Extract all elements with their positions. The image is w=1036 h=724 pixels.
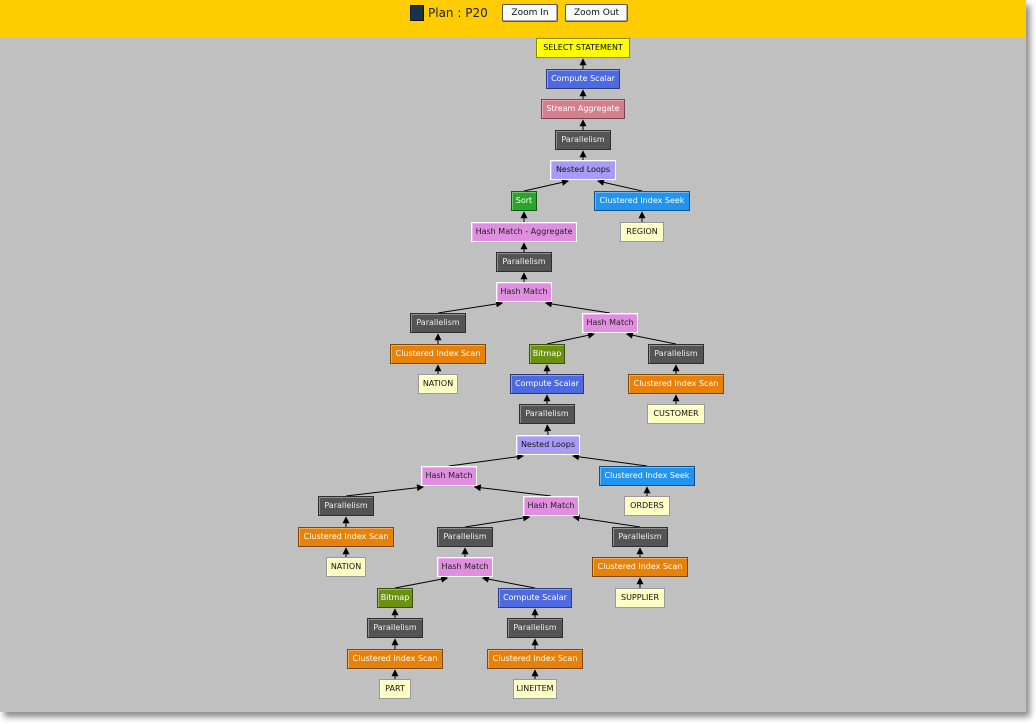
zoom-in-button[interactable]: Zoom In <box>502 4 558 22</box>
plan-node-stream[interactable]: Stream Aggregate <box>541 99 625 119</box>
plan-node-compute[interactable]: Compute Scalar <box>510 374 584 394</box>
edge-n7-to-n5 <box>597 178 643 192</box>
plan-node-scan[interactable]: Clustered Index Scan <box>592 557 688 577</box>
edge-n29-to-n26 <box>464 514 531 528</box>
plan-node-scan[interactable]: Clustered Index Scan <box>390 344 486 364</box>
plan-node-parallel[interactable]: Parallelism <box>507 618 563 638</box>
plan-node-table[interactable]: CUSTOMER <box>647 404 705 424</box>
plan-node-hash[interactable]: Hash Match <box>437 557 493 577</box>
plan-node-hash[interactable]: Hash Match <box>582 313 638 333</box>
plan-node-bitmap[interactable]: Bitmap <box>529 344 565 364</box>
plan-node-scan[interactable]: Clustered Index Scan <box>347 649 443 669</box>
plan-node-sort[interactable]: Sort <box>511 191 537 211</box>
edge-n35-to-n32 <box>481 575 536 589</box>
edge-n30-to-n26 <box>572 514 641 528</box>
plan-node-parallel[interactable]: Parallelism <box>519 404 575 424</box>
edge-n6-to-n5 <box>523 178 569 192</box>
toolbar: Plan : P20 Zoom In Zoom Out <box>0 0 1026 37</box>
plan-node-compute[interactable]: Compute Scalar <box>498 588 572 608</box>
edge-n23-to-n22 <box>448 453 524 467</box>
plan-node-seek[interactable]: Clustered Index Seek <box>594 191 690 211</box>
plan-node-table[interactable]: SUPPLIER <box>615 588 665 608</box>
edge-n12-to-n11 <box>437 300 504 314</box>
plan-node-bitmap[interactable]: Bitmap <box>377 588 413 608</box>
edge-n24-to-n22 <box>572 453 648 467</box>
plan-node-nested[interactable]: Nested Loops <box>550 160 616 180</box>
edge-n13-to-n11 <box>544 300 611 314</box>
edge-n26-to-n23 <box>473 484 552 497</box>
plan-node-parallel[interactable]: Parallelism <box>410 313 466 333</box>
plan-node-table[interactable]: PART <box>379 679 411 699</box>
plan-node-scan[interactable]: Clustered Index Scan <box>487 649 583 669</box>
plan-node-parallel[interactable]: Parallelism <box>612 527 668 547</box>
plan-node-nested[interactable]: Nested Loops <box>516 435 580 455</box>
edge-n16-to-n13 <box>625 331 677 345</box>
plan-node-parallel[interactable]: Parallelism <box>318 496 374 516</box>
plan-viewer-window: Plan : P20 Zoom In Zoom Out SELECT STATE… <box>0 0 1026 712</box>
plan-node-table[interactable]: NATION <box>326 557 366 577</box>
plan-node-table[interactable]: NATION <box>418 374 458 394</box>
plan-node-parallel[interactable]: Parallelism <box>437 527 493 547</box>
plan-title: Plan : P20 <box>428 6 488 20</box>
plan-node-select[interactable]: SELECT STATEMENT <box>536 38 630 58</box>
plan-node-table[interactable]: LINEITEM <box>513 679 557 699</box>
zoom-out-button[interactable]: Zoom Out <box>565 4 628 22</box>
plan-node-parallel[interactable]: Parallelism <box>367 618 423 638</box>
plan-node-parallel[interactable]: Parallelism <box>555 130 611 150</box>
plan-color-swatch <box>410 5 424 21</box>
plan-node-parallel[interactable]: Parallelism <box>648 344 704 364</box>
plan-node-table[interactable]: REGION <box>620 222 664 242</box>
edge-n34-to-n32 <box>394 575 449 589</box>
plan-node-hash[interactable]: Hash Match <box>496 282 552 302</box>
edge-n15-to-n13 <box>546 331 595 345</box>
plan-node-parallel[interactable]: Parallelism <box>496 252 552 272</box>
edge-n25-to-n23 <box>345 484 424 497</box>
plan-edges <box>342 58 680 679</box>
plan-node-compute[interactable]: Compute Scalar <box>546 69 620 89</box>
edge-n22-to-n20 <box>544 424 552 436</box>
plan-node-hash[interactable]: Hash Match <box>523 496 579 516</box>
plan-node-scan[interactable]: Clustered Index Scan <box>628 374 724 394</box>
plan-node-hash[interactable]: Hash Match <box>421 466 477 486</box>
plan-node-table[interactable]: ORDERS <box>624 496 670 516</box>
plan-node-hashagg[interactable]: Hash Match - Aggregate <box>471 222 577 242</box>
plan-node-scan[interactable]: Clustered Index Scan <box>298 527 394 547</box>
plan-node-seek[interactable]: Clustered Index Seek <box>599 466 695 486</box>
